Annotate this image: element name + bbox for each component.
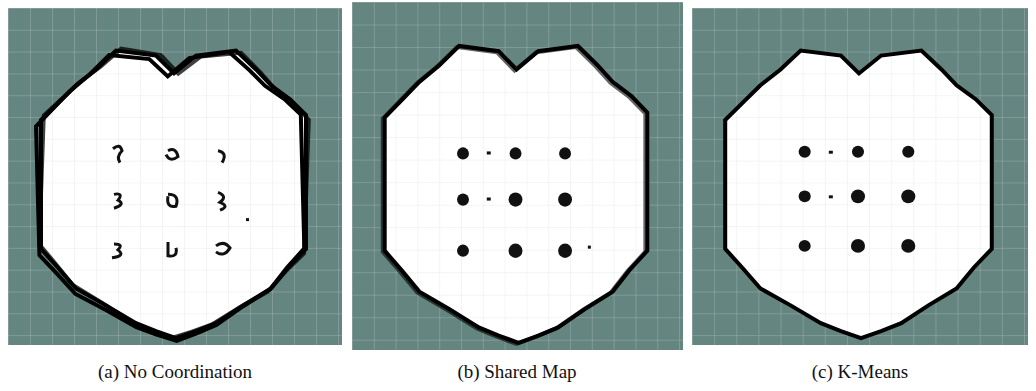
map-ground xyxy=(692,8,1028,345)
obstacle-blobs xyxy=(457,147,572,258)
occupancy-map xyxy=(692,8,1028,345)
map-wall xyxy=(385,46,648,343)
occupancy-map xyxy=(352,2,683,350)
occupancy-map xyxy=(8,8,342,345)
panel-caption: (a) No Coordination xyxy=(98,361,252,383)
map-ground xyxy=(8,8,342,345)
obstacle-blobs xyxy=(112,146,230,258)
map-wall xyxy=(725,51,992,338)
map-ground xyxy=(352,2,683,350)
map-wall xyxy=(383,47,646,344)
map-wall xyxy=(41,51,306,338)
map-wall xyxy=(34,50,307,344)
obstacle-blobs xyxy=(799,146,916,253)
panel-caption: (b) Shared Map xyxy=(457,361,576,383)
panel-caption: (c) K-Means xyxy=(812,361,909,383)
